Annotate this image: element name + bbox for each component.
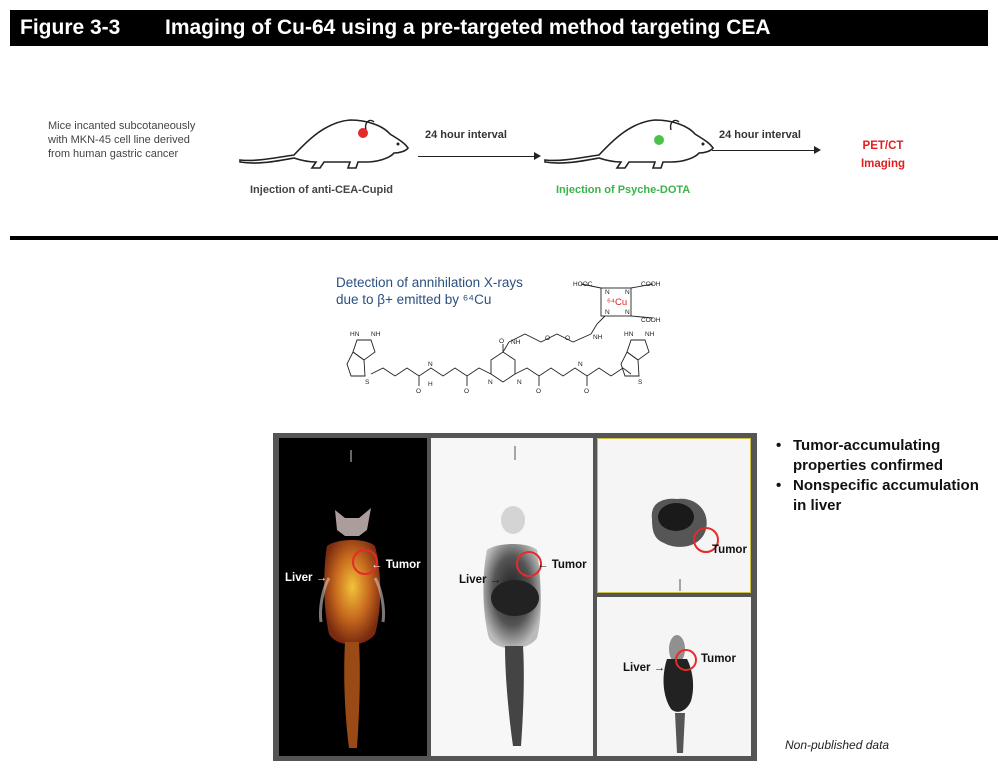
atom-n: N [578,361,583,368]
cooh-right-top-label: COOH [641,281,661,288]
atom-o: O [565,335,570,342]
finding-text: Tumor-accumulating properties confirmed [793,437,944,474]
atom-nh: NH [511,339,521,346]
tumor-circle [693,527,719,553]
bullet-marker: • [776,477,782,494]
mouse-1-illustration [239,119,409,169]
atom-o: O [584,388,589,395]
tumor-label: ← Tumor [371,559,421,571]
bullet-marker: • [776,437,782,454]
chemical-structure: HOOC COOH COOH N N N N NH NH O O O HN NH… [346,281,661,395]
atom-n: N [517,379,522,386]
liver-label: Liver → [623,662,666,674]
finding-item: • Tumor-accumulating properties confirme… [776,436,986,476]
interval-label-2: 24 hour interval [719,129,801,141]
detection-line-2: due to β+ emitted by ⁶⁴Cu [336,292,492,307]
findings-list: • Tumor-accumulating properties confirme… [776,436,986,516]
finding-item: • Nonspecific accumulation in liver [776,476,986,516]
atom-n: N [625,289,630,296]
pet-zoom-panel-top: Tumor [597,438,751,593]
tumor-circle [675,649,697,671]
figure-number: Figure 3-3 [20,16,121,39]
atom-o: O [416,388,421,395]
atom-hn: HN [624,331,634,338]
liver-label: Liver → [459,574,502,586]
liver-label: Liver → [285,572,328,584]
atom-h: H [428,381,433,388]
atom-o: O [536,388,541,395]
step2-label: Injection of Psyche-DOTA [556,184,691,196]
atom-n: N [625,309,630,316]
pet-ct-fusion-panel: Liver → ← Tumor [279,438,427,756]
atom-n: N [605,289,610,296]
pet-zoom-panel-bottom: Tumor Liver → [597,597,751,756]
mice-description: Mice incanted subcotaneously with MKN-45… [48,120,196,160]
tumor-label: Tumor [712,544,747,556]
atom-s: S [365,379,370,386]
atom-o: O [545,335,550,342]
atom-s: S [638,379,643,386]
step1-label: Injection of anti-CEA-Cupid [250,184,393,196]
pet-grayscale-panel: Liver → ← Tumor [431,438,593,756]
pet-zoom-image-bottom [663,635,697,753]
green-marker-dot [654,135,664,145]
tumor-label: Tumor [701,653,736,665]
pet-zoom-image-top [651,498,719,591]
tumor-circle [352,549,378,575]
atom-n: N [488,379,493,386]
pet-ct-fusion-image [319,450,385,748]
figure-title: Imaging of Cu-64 using a pre-targeted me… [165,16,771,39]
atom-nh: NH [593,334,603,341]
cooh-right-bottom-label: COOH [641,317,661,324]
interval-label-1: 24 hour interval [425,129,507,141]
arrow-1 [418,156,536,157]
mouse-2-illustration [544,119,714,169]
arrow-1-head [534,152,541,160]
atom-n: N [428,361,433,368]
pet-ct-imaging-label: PET/CT Imaging [860,140,906,170]
pet-grayscale-image [483,446,542,746]
atom-o: O [464,388,469,395]
finding-text: Nonspecific accumulation in liver [793,477,979,514]
cu64-metal-label: ⁶⁴Cu [607,297,627,308]
detection-caption: Detection of annihilation X-rays due to … [336,274,523,308]
tumor-circle [516,551,542,577]
atom-nh: NH [645,331,655,338]
red-marker-dot [358,128,368,138]
arrow-2 [712,150,816,151]
atom-n: N [605,309,610,316]
atom-nh: NH [371,331,381,338]
cooh-left-label: HOOC [573,281,593,288]
atom-o: O [499,338,504,345]
footnote: Non-published data [785,738,890,752]
figure-title-bar: Figure 3-3 Imaging of Cu-64 using a pre-… [10,10,988,46]
detection-line-1: Detection of annihilation X-rays [336,275,523,290]
section-divider [10,236,998,240]
atom-hn: HN [350,331,360,338]
tumor-label: ← Tumor [537,559,587,571]
arrow-2-head [814,146,821,154]
